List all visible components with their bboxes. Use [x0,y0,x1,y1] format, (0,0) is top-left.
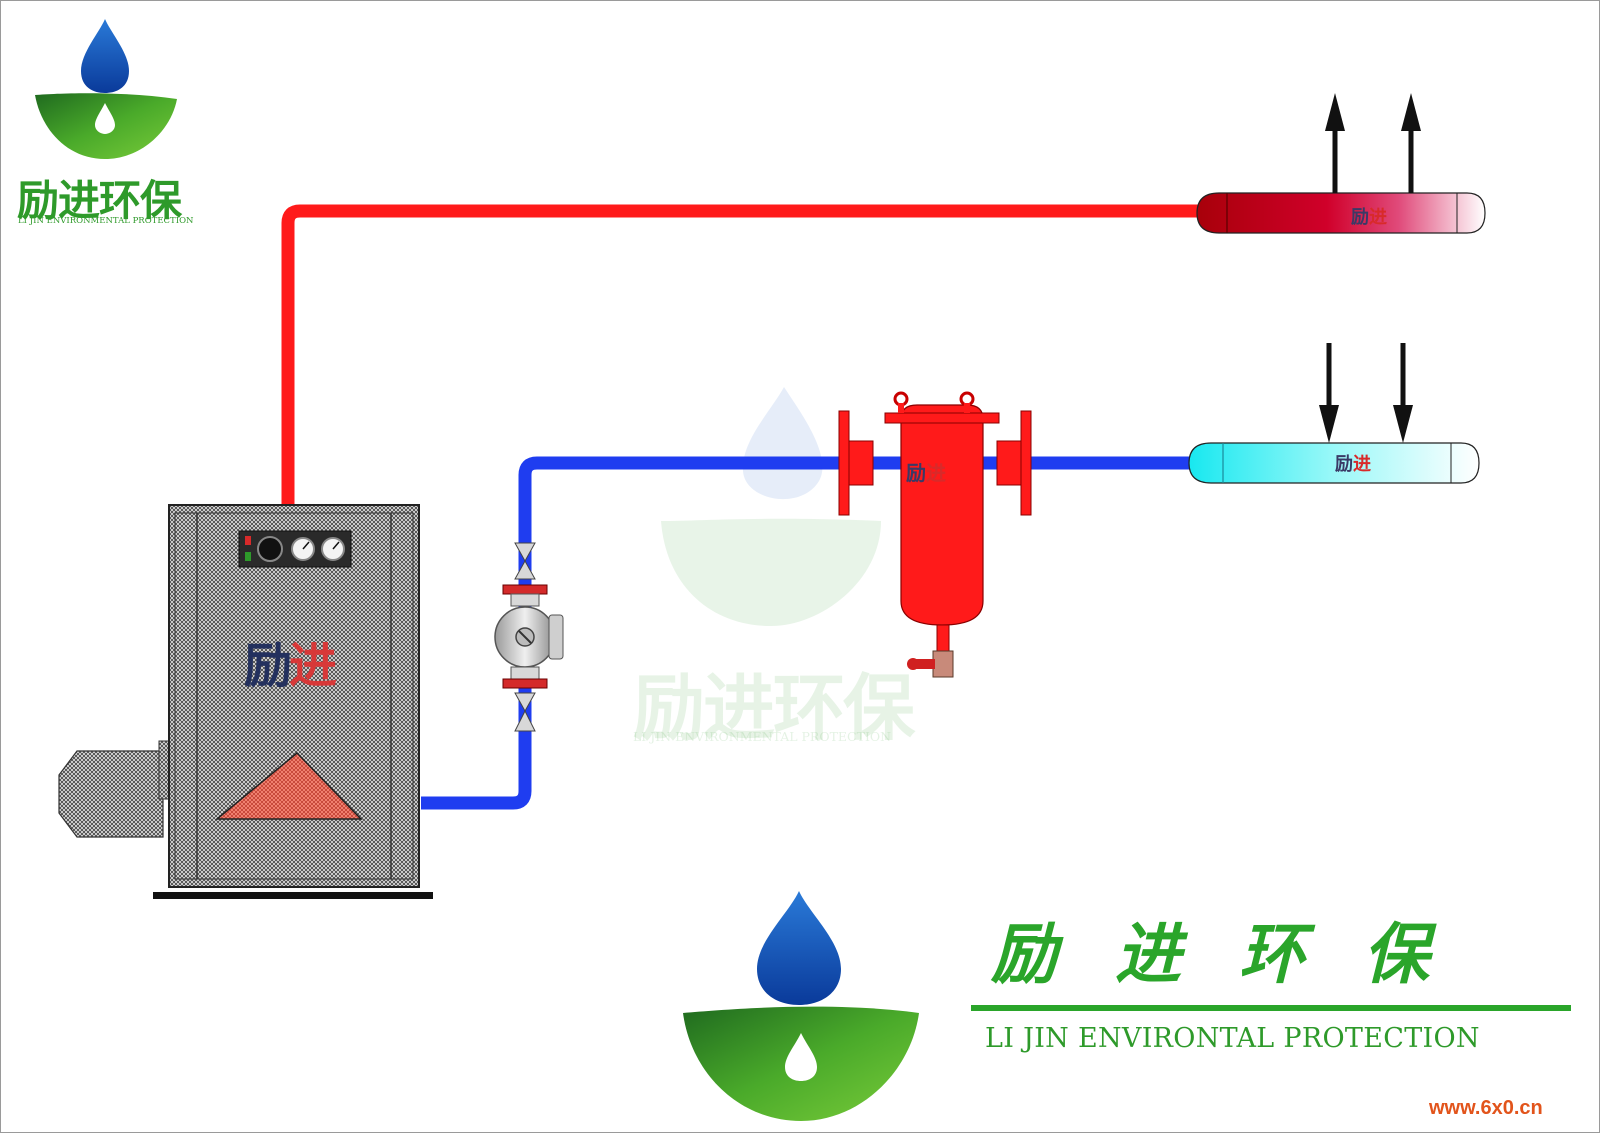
supply-header-brand-label: 励进 [1351,203,1387,229]
arrow-down-icon [1319,343,1339,443]
separator-brand-label: 励进 [906,457,946,486]
logo-brand-name: 励进环保 [17,176,182,225]
watermark-brand-name: 励进环保 [633,666,915,750]
supply-manifold-icon [1196,192,1486,234]
separator-brand-part2: 进 [926,461,946,485]
return-manifold-icon [1188,442,1480,484]
arrow-up-icon [1401,93,1421,193]
return-brand-part1: 励 [1335,454,1353,475]
logo-brand-english: LI JIN ENVIRONMENTAL PROTECTION [18,216,194,226]
large-brand-name: 励进环保 [991,916,1487,993]
separator-brand-part1: 励 [906,461,926,485]
control-panel [238,530,352,568]
gate-valve-icon [514,542,536,580]
supply-brand-part2: 进 [1369,207,1387,228]
water-drop-leaf-logo [35,19,177,159]
return-brand-part2: 进 [1353,454,1371,475]
gate-valve-icon [514,692,536,732]
dirt-air-separator-icon [838,391,1032,678]
brand-underline [971,1005,1571,1011]
burner-icon [58,740,170,838]
boiler-brand-label: 励进 [244,626,337,696]
supply-brand-part1: 励 [1351,207,1369,228]
return-header-brand-label: 励进 [1335,450,1371,476]
boiler-brand-part2: 进 [289,638,337,694]
website-url: www.6x0.cn [1429,1097,1543,1119]
arrow-up-icon [1325,93,1345,193]
large-brand-english: LI JIN ENVIRONTAL PROTECTION [985,1023,1480,1054]
watermark-logo [661,387,881,626]
boiler-brand-part1: 励 [244,638,292,694]
watermark-brand-english: LI JIN ENVIRONMENTAL PROTECTION [633,729,892,744]
arrow-down-icon [1393,343,1413,443]
flame-window [214,751,363,820]
hot-supply-pipe [281,204,1201,509]
boiler-icon [153,504,433,899]
large-water-drop-leaf-logo [683,891,919,1121]
circulation-pump-icon [494,584,564,689]
